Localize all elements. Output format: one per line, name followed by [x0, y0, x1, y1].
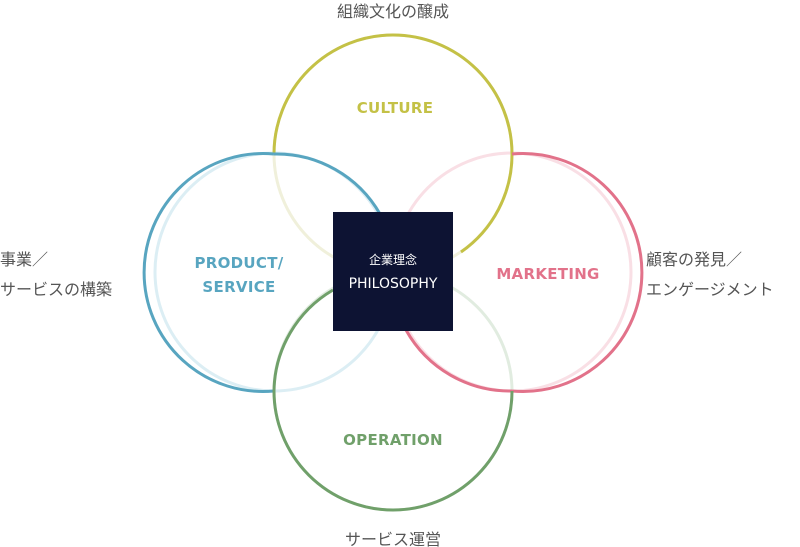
philosophy-title-ja: 企業理念 — [369, 252, 417, 267]
product-caption-line1: 事業／ — [0, 250, 48, 269]
operation-ring — [272, 390, 514, 512]
marketing-ring-bottom — [404, 329, 513, 393]
product-ring-top — [273, 152, 382, 215]
product-label-line1: PRODUCT/ — [194, 254, 283, 272]
philosophy-title-en: PHILOSOPHY — [349, 276, 438, 292]
marketing-ring — [511, 152, 644, 393]
culture-ring-right — [460, 153, 514, 254]
culture-ring — [272, 33, 514, 155]
bold-arcs — [142, 33, 644, 512]
culture-caption: 組織文化の醸成 — [337, 2, 449, 21]
product-ring — [142, 152, 275, 393]
marketing-caption-line2: エンゲージメント — [646, 280, 774, 299]
operation-caption: サービス運営 — [345, 530, 441, 547]
operation-ring-left — [272, 288, 334, 392]
philosophy-box — [333, 212, 453, 331]
marketing-label: MARKETING — [496, 265, 599, 283]
product-caption-line2: サービスの構築 — [0, 280, 112, 299]
product-label-line2: SERVICE — [202, 278, 275, 296]
marketing-caption-line1: 顧客の発見／ — [646, 250, 742, 269]
operation-label: OPERATION — [343, 431, 443, 449]
culture-label: CULTURE — [357, 99, 434, 117]
